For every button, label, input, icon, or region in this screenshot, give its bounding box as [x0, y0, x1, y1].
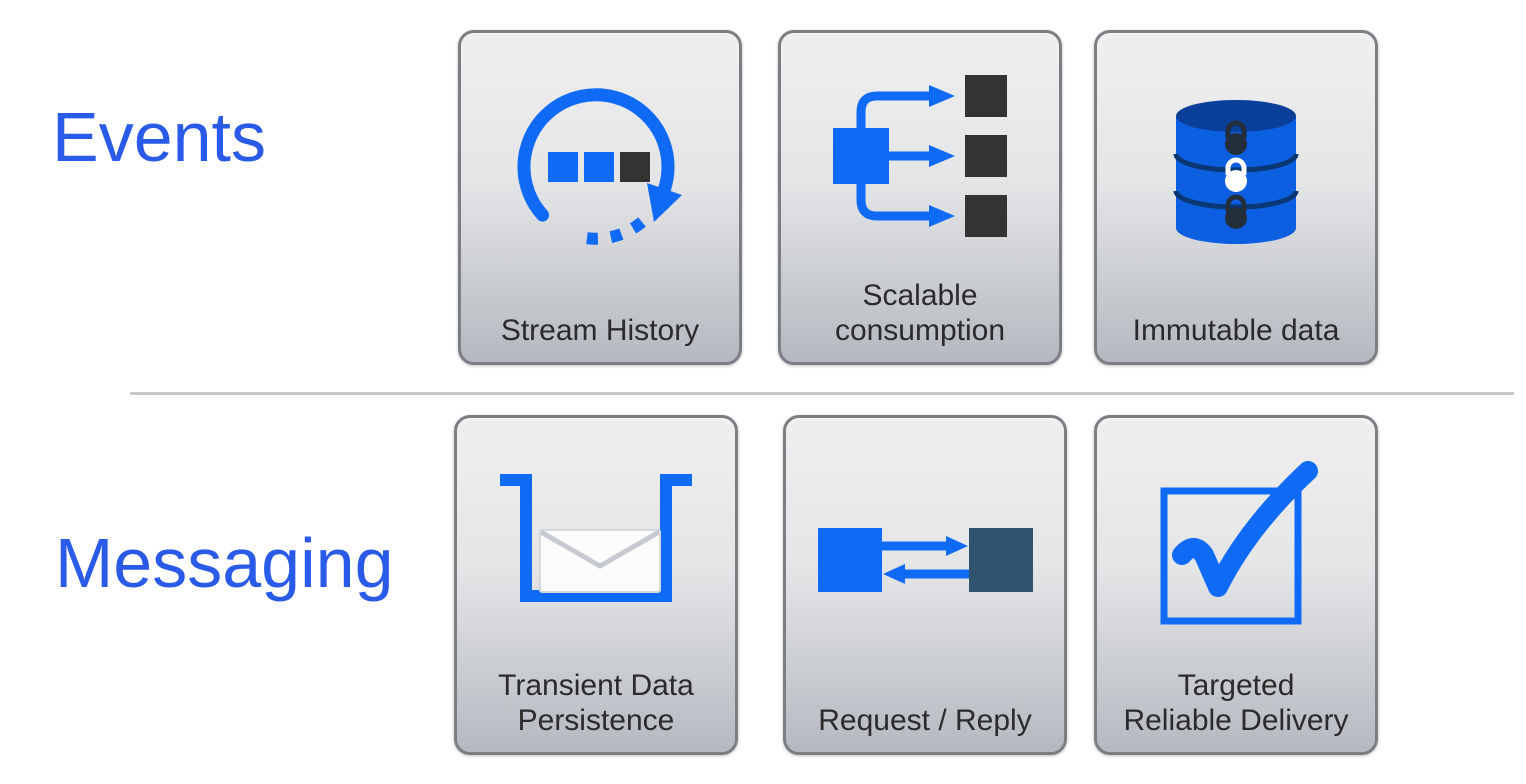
lock-icon	[1225, 194, 1247, 229]
card-immutable-data: Immutable data	[1094, 30, 1378, 365]
card-label: Stream History	[500, 313, 700, 347]
envelope-icon	[538, 529, 661, 593]
card-label: Immutable data	[1132, 313, 1340, 347]
card-label: Transient Data Persistence	[498, 669, 694, 737]
card-scalable-consumption: Scalable consumption	[778, 30, 1062, 365]
card-request-reply: Request / Reply	[783, 415, 1067, 755]
immutable-data-icon	[1173, 99, 1299, 244]
row-divider	[130, 392, 1514, 395]
targeted-reliable-delivery-icon	[1160, 460, 1318, 624]
stream-history-icon	[517, 88, 682, 245]
card-label: Scalable consumption	[834, 279, 1006, 347]
request-reply-icon	[817, 528, 1033, 593]
card-stream-history: Stream History	[458, 30, 742, 365]
lock-icon	[1225, 120, 1247, 155]
messaging-row-label: Messaging	[55, 524, 394, 602]
lock-icon	[1225, 157, 1247, 192]
events-row-label: Events	[52, 98, 266, 176]
scalable-consumption-icon	[833, 75, 1007, 237]
card-label: Request / Reply	[818, 703, 1032, 737]
card-targeted-reliable-delivery: Targeted Reliable Delivery	[1094, 415, 1378, 755]
card-label: Targeted Reliable Delivery	[1123, 669, 1349, 737]
transient-data-persistence-icon	[499, 474, 692, 602]
card-transient-data-persistence: Transient Data Persistence	[454, 415, 738, 755]
